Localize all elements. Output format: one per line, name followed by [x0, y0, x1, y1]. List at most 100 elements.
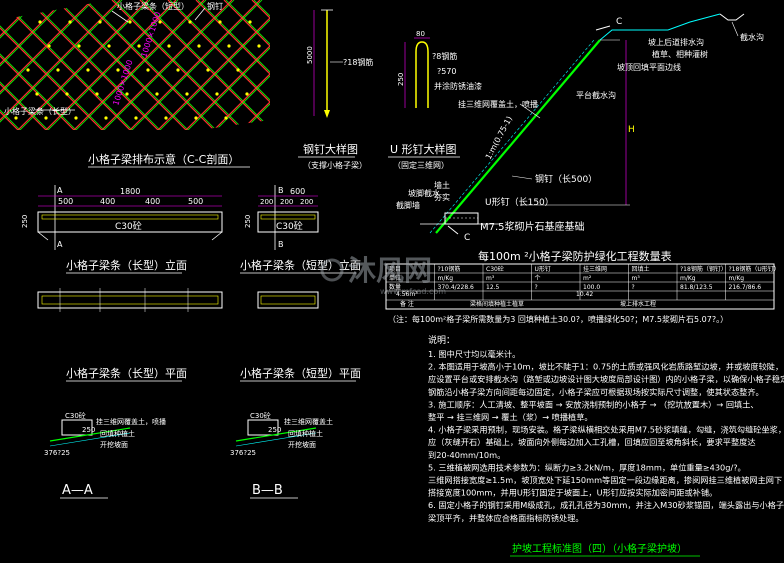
- beam-line: [0, 0, 149, 130]
- u-dim-side: 250: [397, 73, 405, 86]
- beam-line: [334, 0, 484, 150]
- watermark-url: www.mfcad.com: [380, 287, 446, 296]
- nail-marker: [206, 68, 210, 72]
- beam-line: [225, 0, 270, 130]
- note-line: 3. 施工顺序：人工清坡、整平坡面 → 安放浇制预制的小格子 → （挖坑放置木）…: [428, 399, 759, 409]
- long-seg-2: 400: [100, 197, 115, 206]
- nail-marker: [197, 44, 201, 48]
- nail-marker: [224, 116, 228, 120]
- beam-line: [280, 0, 430, 150]
- beam-line: [336, 0, 486, 150]
- label-beam-short: 小格子梁条（短型）: [117, 1, 189, 11]
- mesh-note: 挂三维网覆盖土，喷播: [458, 99, 538, 109]
- slope-section: H C C 坡上后道排水沟 植草、相种灌树 坡顶回填平面边线 截水沟 平台截水沟…: [396, 13, 764, 243]
- nail-marker: [77, 44, 81, 48]
- long-elev-title: 小格子梁条（长型）立面: [66, 258, 187, 272]
- nail-marker: [236, 68, 240, 72]
- note-line: 应（灰缝开石）基础上，坡面向外侧每边加入工孔槽，回填应回至坡角斜长，要求平整度达: [428, 437, 756, 447]
- short-seg-2: 200: [280, 198, 293, 206]
- section-a-a: C30砼 250 376?25 挂三维网覆盖土，喷播 回填种植土 开挖坡面 A—…: [44, 411, 166, 499]
- nail-marker: [227, 44, 231, 48]
- table-cell: C30砼: [486, 265, 504, 273]
- nail-marker: [257, 44, 261, 48]
- u-title: U 形钉大样图: [390, 142, 457, 156]
- long-conc: C30砼: [115, 220, 142, 232]
- beam-line: [137, 0, 270, 130]
- beam-line: [0, 0, 13, 130]
- beam-line: [111, 0, 263, 130]
- nail-subtitle: （支撑小格子梁）: [303, 160, 367, 170]
- short-seg-3: 200: [300, 198, 313, 206]
- nail-marker: [245, 92, 249, 96]
- nail-marker: [35, 92, 39, 96]
- short-beam-elevation: B B 600 200 200 200 C30砼 250 小格子梁条（短型）立面: [240, 185, 361, 274]
- table-cell: 个: [535, 275, 541, 282]
- slope-bottom-label: 截脚墙: [396, 200, 420, 210]
- slope-top-label: 坡脚截水: [408, 188, 440, 198]
- nail-marker: [98, 20, 102, 24]
- beam-line: [0, 0, 39, 130]
- section-b-b: C30砼 250 376?25 挂三维网覆盖土 回填种植土 开挖坡面 B—B: [230, 411, 333, 499]
- a-width: 376?25: [44, 449, 70, 457]
- note-line: 6. 固定小格子的钢钉采用M级成孔，成孔孔径为30mm，并注入M30砂浆锚固，端…: [428, 500, 784, 510]
- nail-marker: [134, 116, 138, 120]
- beam-line: [195, 0, 270, 130]
- table-cell: ?10钢筋: [438, 265, 461, 273]
- base-label: M7.5浆砌片石基座基础: [480, 220, 585, 233]
- b-width: 376?25: [230, 449, 256, 457]
- crest-note-2: 坡顶回填平面边线: [617, 62, 681, 72]
- beam-line: [0, 0, 121, 130]
- b-conc: C30砼: [250, 411, 271, 420]
- nail-marker: [137, 44, 141, 48]
- note-line: 4. 小格子梁采用预制，现场安装。格子梁纵横相交处采用M7.5砂浆填缝，勾缝，浇…: [428, 425, 784, 435]
- nail-marker: [128, 20, 132, 24]
- a-title: A—A: [62, 483, 93, 498]
- notes: 说明： 1. 图中尺寸均以毫米计。2. 本图适用于坡高小于10m，坡比不陡于1：…: [428, 334, 784, 523]
- beam-line: [278, 0, 428, 150]
- table-cell: 项目: [389, 266, 401, 273]
- beam-line: [81, 0, 233, 130]
- beam-line: [197, 0, 270, 130]
- beam-line: [0, 0, 123, 130]
- table-cell: m/Kg: [729, 275, 745, 282]
- arrangement-caption: 小格子梁排布示意（C-C剖面）: [88, 152, 239, 166]
- beam-line: [0, 0, 37, 130]
- b-title: B—B: [252, 483, 283, 498]
- note-line: 梁顶平齐，并整体应合格面指标防锈处理。: [428, 513, 584, 523]
- beam-line: [53, 0, 205, 130]
- nail-marker: [185, 92, 189, 96]
- note-line: 钢筋沿小格子梁方向间距每边固定，小格子梁应可根据现场按实际尺寸调整，使其状态整齐…: [428, 387, 764, 397]
- table-footer-c: 坡上排水工程: [620, 300, 656, 308]
- table-cell: m/Kg: [438, 275, 454, 282]
- table-footer-b: 梁格间填种植土植草: [470, 300, 524, 308]
- nail-marker: [248, 20, 252, 24]
- slope-ratio: 1:m(0.75-1): [484, 115, 514, 161]
- long-mark-bottom: A: [57, 240, 63, 249]
- ditch-label: 截水沟: [740, 32, 764, 42]
- u-note: 并涂防锈油漆: [434, 81, 482, 91]
- note-line: 1. 图中尺寸均以毫米计。: [428, 349, 520, 359]
- a-note-1: 挂三维网覆盖土，喷播: [96, 417, 166, 426]
- height-label: H: [628, 125, 635, 135]
- nail-marker: [167, 44, 171, 48]
- beam-line: [27, 0, 179, 130]
- u-rebar: ?8钢筋: [432, 51, 457, 61]
- table-cell: 12.5: [486, 284, 500, 291]
- u-dim-top: 80: [416, 30, 425, 38]
- beam-line: [0, 0, 95, 130]
- beam-line: [392, 0, 542, 150]
- table-cell: 数量: [389, 283, 401, 291]
- table-cell: ?: [535, 284, 538, 291]
- nail-marker: [26, 68, 30, 72]
- beam-line: [223, 0, 270, 130]
- table-cell: 81.8/123.5: [680, 284, 713, 291]
- beam-line: [83, 0, 235, 130]
- beam-line: [0, 0, 41, 130]
- nail-marker: [86, 68, 90, 72]
- beam-line: [0, 0, 93, 130]
- table-cell: m²: [583, 275, 592, 282]
- trench-label: 平台截水沟: [576, 90, 616, 100]
- label-nail: 钢钉: [207, 1, 223, 11]
- table-cell: 挂三维网: [583, 265, 607, 273]
